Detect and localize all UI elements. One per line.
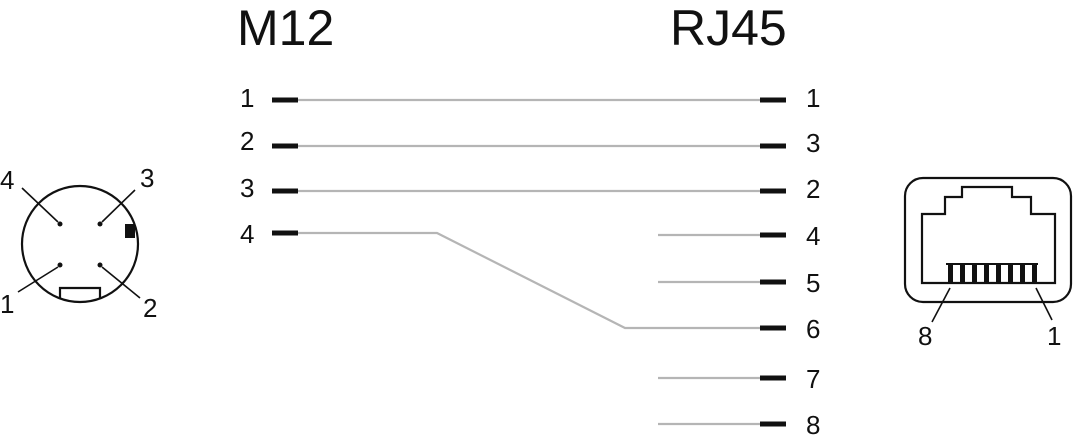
rj45-leader-8	[931, 287, 951, 323]
rj45-contact-5	[984, 264, 989, 282]
m12-pin-dot-1	[57, 262, 63, 268]
rj45-pin-label-4: 4	[806, 221, 820, 251]
rj45-pin-label-5: 5	[806, 268, 820, 298]
m12-face-outline	[20, 184, 140, 304]
m12-face-label-1: 1	[0, 289, 14, 319]
rj45-pin-label-2: 2	[806, 174, 820, 204]
m12-pin-dot-3	[97, 221, 103, 227]
m12-pin-label-1: 1	[240, 83, 254, 113]
m12-pin-dot-4	[57, 221, 63, 227]
rj45-pin-label-1: 1	[806, 83, 820, 113]
rj45-contact-6	[972, 264, 977, 282]
rj45-jack-opening	[920, 185, 1057, 285]
m12-leader-4	[21, 187, 59, 223]
rj45-contact-8	[948, 264, 953, 282]
m12-pin-label-2: 2	[240, 126, 254, 156]
m12-connector-face: 4 3 1 2	[0, 163, 157, 323]
m12-coding-key	[125, 224, 135, 238]
rj45-connector-face: 8 1	[903, 176, 1073, 351]
rj45-pin-label-7: 7	[806, 364, 820, 394]
m12-leader-2	[101, 266, 141, 299]
m12-key-notch	[58, 286, 102, 298]
rj45-header: RJ45	[670, 0, 787, 56]
rj45-contact-2	[1020, 264, 1025, 282]
m12-pin-label-3: 3	[240, 173, 254, 203]
rj45-pin-label-6: 6	[806, 314, 820, 344]
rj45-face-label-1: 1	[1047, 321, 1061, 351]
m12-leader-1	[17, 266, 59, 293]
rj45-contact-3	[1008, 264, 1013, 282]
m12-face-label-4: 4	[0, 165, 14, 195]
rj45-pin-label-8: 8	[806, 410, 820, 439]
rj45-pin-label-3: 3	[806, 128, 820, 158]
m12-pin-dot-2	[97, 262, 103, 268]
m12-pin-label-4: 4	[240, 219, 254, 249]
rj45-face-label-8: 8	[918, 321, 932, 351]
rj45-leader-1	[1035, 287, 1053, 321]
m12-header: M12	[237, 0, 334, 56]
m12-leader-3	[101, 189, 136, 223]
wire-m12-4-to-rj45-6	[298, 231, 760, 330]
rj45-contact-4	[996, 264, 1001, 282]
m12-face-label-2: 2	[143, 293, 157, 323]
rj45-contact-1	[1032, 264, 1037, 282]
m12-face-label-3: 3	[140, 163, 154, 193]
rj45-contact-7	[960, 264, 965, 282]
rj45-face-outline	[903, 176, 1073, 304]
